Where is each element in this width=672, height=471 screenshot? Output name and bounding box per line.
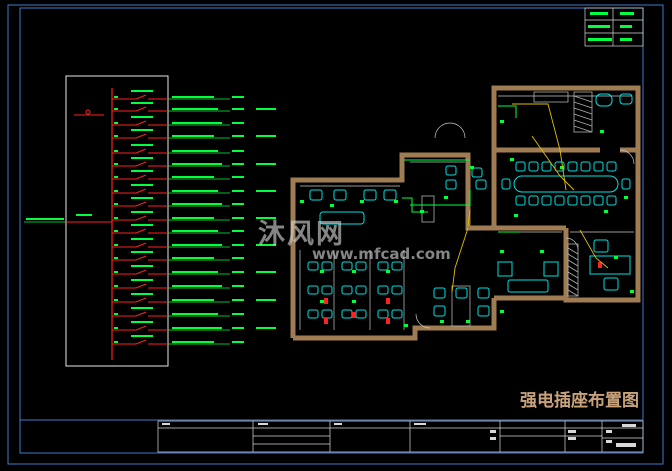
circuit-row bbox=[112, 170, 244, 180]
circuit-row bbox=[112, 321, 276, 331]
circuit-row bbox=[112, 307, 244, 317]
circuit-row bbox=[112, 144, 244, 154]
circuit-row bbox=[112, 265, 276, 275]
circuit-row bbox=[112, 238, 276, 248]
revision-block bbox=[584, 7, 644, 47]
drawing-title: 强电插座布置图 bbox=[520, 391, 639, 411]
circuit-row bbox=[112, 90, 244, 100]
watermark-url: www.mfcad.com bbox=[312, 245, 451, 263]
title-block-marks bbox=[162, 423, 636, 447]
circuit-row bbox=[112, 129, 276, 139]
circuit-row bbox=[112, 102, 276, 112]
circuit-row bbox=[112, 211, 276, 221]
watermark-brand: 沐风网 bbox=[258, 219, 345, 250]
circuit-row bbox=[112, 293, 276, 303]
circuit-row bbox=[112, 116, 244, 126]
circuit-row bbox=[112, 251, 244, 261]
circuit-row bbox=[112, 335, 244, 345]
drawing-frame bbox=[7, 4, 664, 465]
circuit-row bbox=[112, 197, 244, 207]
circuit-row bbox=[112, 157, 276, 167]
watermark-logo: 沐风网 www.mfcad.com bbox=[258, 212, 451, 263]
revision-block-text bbox=[588, 12, 634, 41]
circuit-row bbox=[112, 279, 244, 289]
panel-schedule bbox=[24, 75, 276, 367]
circuit-row bbox=[112, 224, 244, 234]
floor-plan bbox=[290, 85, 641, 341]
title-block bbox=[157, 420, 644, 453]
circuit-row bbox=[112, 184, 276, 194]
